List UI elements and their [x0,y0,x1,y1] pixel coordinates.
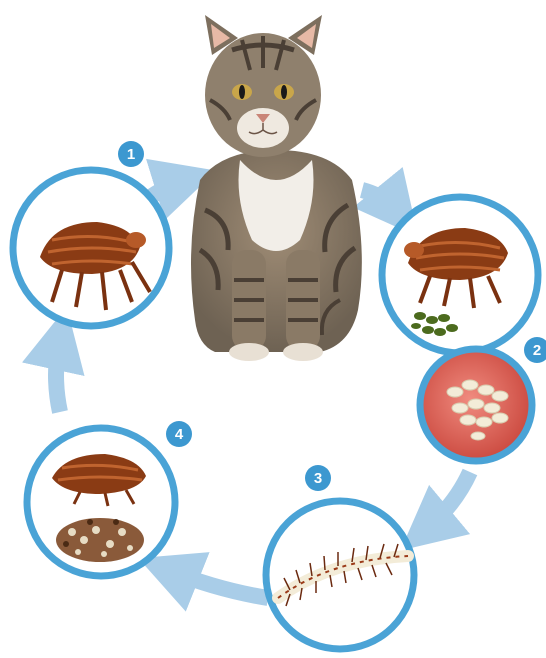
step-1-number: 1 [127,146,135,163]
arrow-4-to-1 [56,338,60,412]
cat-image [191,15,362,361]
arrow-3-to-4 [168,570,268,598]
arrow-cat-to-2 [362,190,398,212]
step-4-number: 4 [175,426,184,443]
step-4-circle: 4 [27,421,192,576]
step-2-circle: 2 [382,197,546,461]
step-3-circle: 3 [266,465,414,649]
step-1-circle: 1 [13,141,169,326]
arrow-2-to-3 [425,472,470,530]
step-3-number: 3 [314,470,322,487]
step-2-number: 2 [533,342,541,359]
pupa-cocoon-illustration [56,518,144,562]
